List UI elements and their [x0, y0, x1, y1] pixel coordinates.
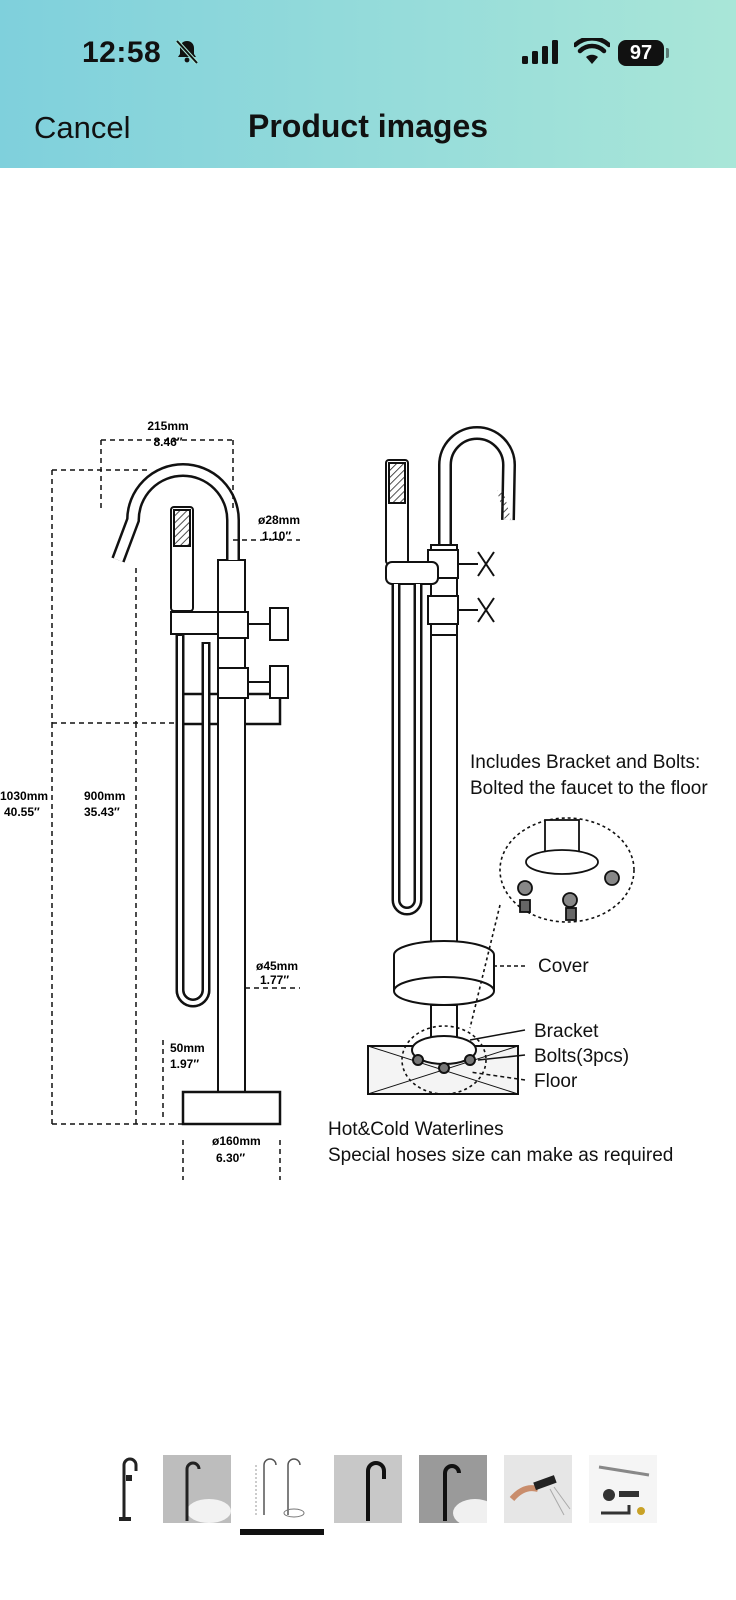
- left-faucet-lower: [51, 697, 282, 1126]
- thumbnail-5[interactable]: [419, 1455, 487, 1523]
- dim-total-h-in: 40.55″: [4, 805, 40, 819]
- faucet-bathroom-icon: [163, 1455, 231, 1523]
- hand-shower-icon: [504, 1455, 572, 1523]
- dim-spout-h-mm: 900mm: [84, 789, 125, 803]
- label-bracket: Bracket: [534, 1021, 599, 1042]
- dim-base-h-in: 1.97″: [170, 1057, 199, 1071]
- dim-base-h-mm: 50mm: [170, 1041, 205, 1055]
- note-line-2: Special hoses size can make as required: [328, 1145, 673, 1166]
- left-dimension-lines: [51, 439, 300, 1180]
- dim-spout-h-in: 35.43″: [84, 805, 120, 819]
- cellular-signal-icon: [522, 40, 558, 64]
- app-header: 12:58 97 Cancel Product images: [0, 0, 736, 168]
- label-floor: Floor: [534, 1071, 578, 1092]
- battery-level: 97: [618, 40, 664, 66]
- dim-column-in: 1.77″: [260, 973, 289, 987]
- dim-width-top-in: 8.46″: [153, 435, 182, 449]
- status-time: 12:58: [82, 36, 162, 69]
- dim-column-mm: ø45mm: [256, 959, 298, 973]
- thumbnail-1[interactable]: [92, 1455, 160, 1523]
- dim-width-top-mm: 215mm: [147, 419, 188, 433]
- thumbnail-2[interactable]: [163, 1455, 231, 1523]
- bell-muted-icon: [175, 39, 199, 65]
- dim-pipe-in: 1.10″: [262, 529, 291, 543]
- thumbnail-6[interactable]: [504, 1455, 572, 1523]
- includes-line-1: Includes Bracket and Bolts:: [470, 752, 700, 773]
- leader-lines: [469, 965, 526, 1081]
- label-cover: Cover: [538, 956, 589, 977]
- detail-circles: [401, 817, 635, 1095]
- product-dimension-diagram: 215mm 8.46″ ø28mm 1.10″ 1030mm 40.55″ 90…: [0, 419, 708, 1180]
- right-hose: [391, 584, 423, 916]
- wifi-icon: [574, 38, 610, 64]
- left-dimension-text: 215mm 8.46″ ø28mm 1.10″ 1030mm 40.55″ 90…: [0, 419, 300, 1165]
- includes-line-2: Bolted the faucet to the floor: [470, 778, 708, 799]
- dim-pipe-mm: ø28mm: [258, 513, 300, 527]
- selected-thumbnail-indicator: [240, 1529, 324, 1535]
- dim-base-d-in: 6.30″: [216, 1151, 245, 1165]
- faucet-outline-icon: [119, 1457, 138, 1521]
- thumbnail-4[interactable]: [334, 1455, 402, 1523]
- thumbnail-7[interactable]: [589, 1455, 657, 1523]
- battery-tip: [666, 48, 669, 58]
- label-bolts: Bolts(3pcs): [534, 1046, 629, 1067]
- dimensions-diagram-icon: [255, 1458, 305, 1518]
- right-faucet-drawing: [367, 426, 519, 1095]
- left-hose: [175, 636, 211, 1008]
- faucet-tub-icon: [419, 1455, 487, 1523]
- thumbnail-strip: [0, 1455, 736, 1535]
- cancel-button[interactable]: Cancel: [34, 110, 131, 145]
- parts-kit-icon: [589, 1455, 657, 1523]
- thumbnail-3[interactable]: [248, 1455, 316, 1523]
- detail-bracket: [517, 819, 620, 921]
- page-title: Product images: [247, 108, 489, 144]
- faucet-dark-icon: [334, 1455, 402, 1523]
- dim-base-d-mm: ø160mm: [212, 1134, 261, 1148]
- note-line-1: Hot&Cold Waterlines: [328, 1119, 504, 1140]
- dim-total-h-mm: 1030mm: [0, 789, 48, 803]
